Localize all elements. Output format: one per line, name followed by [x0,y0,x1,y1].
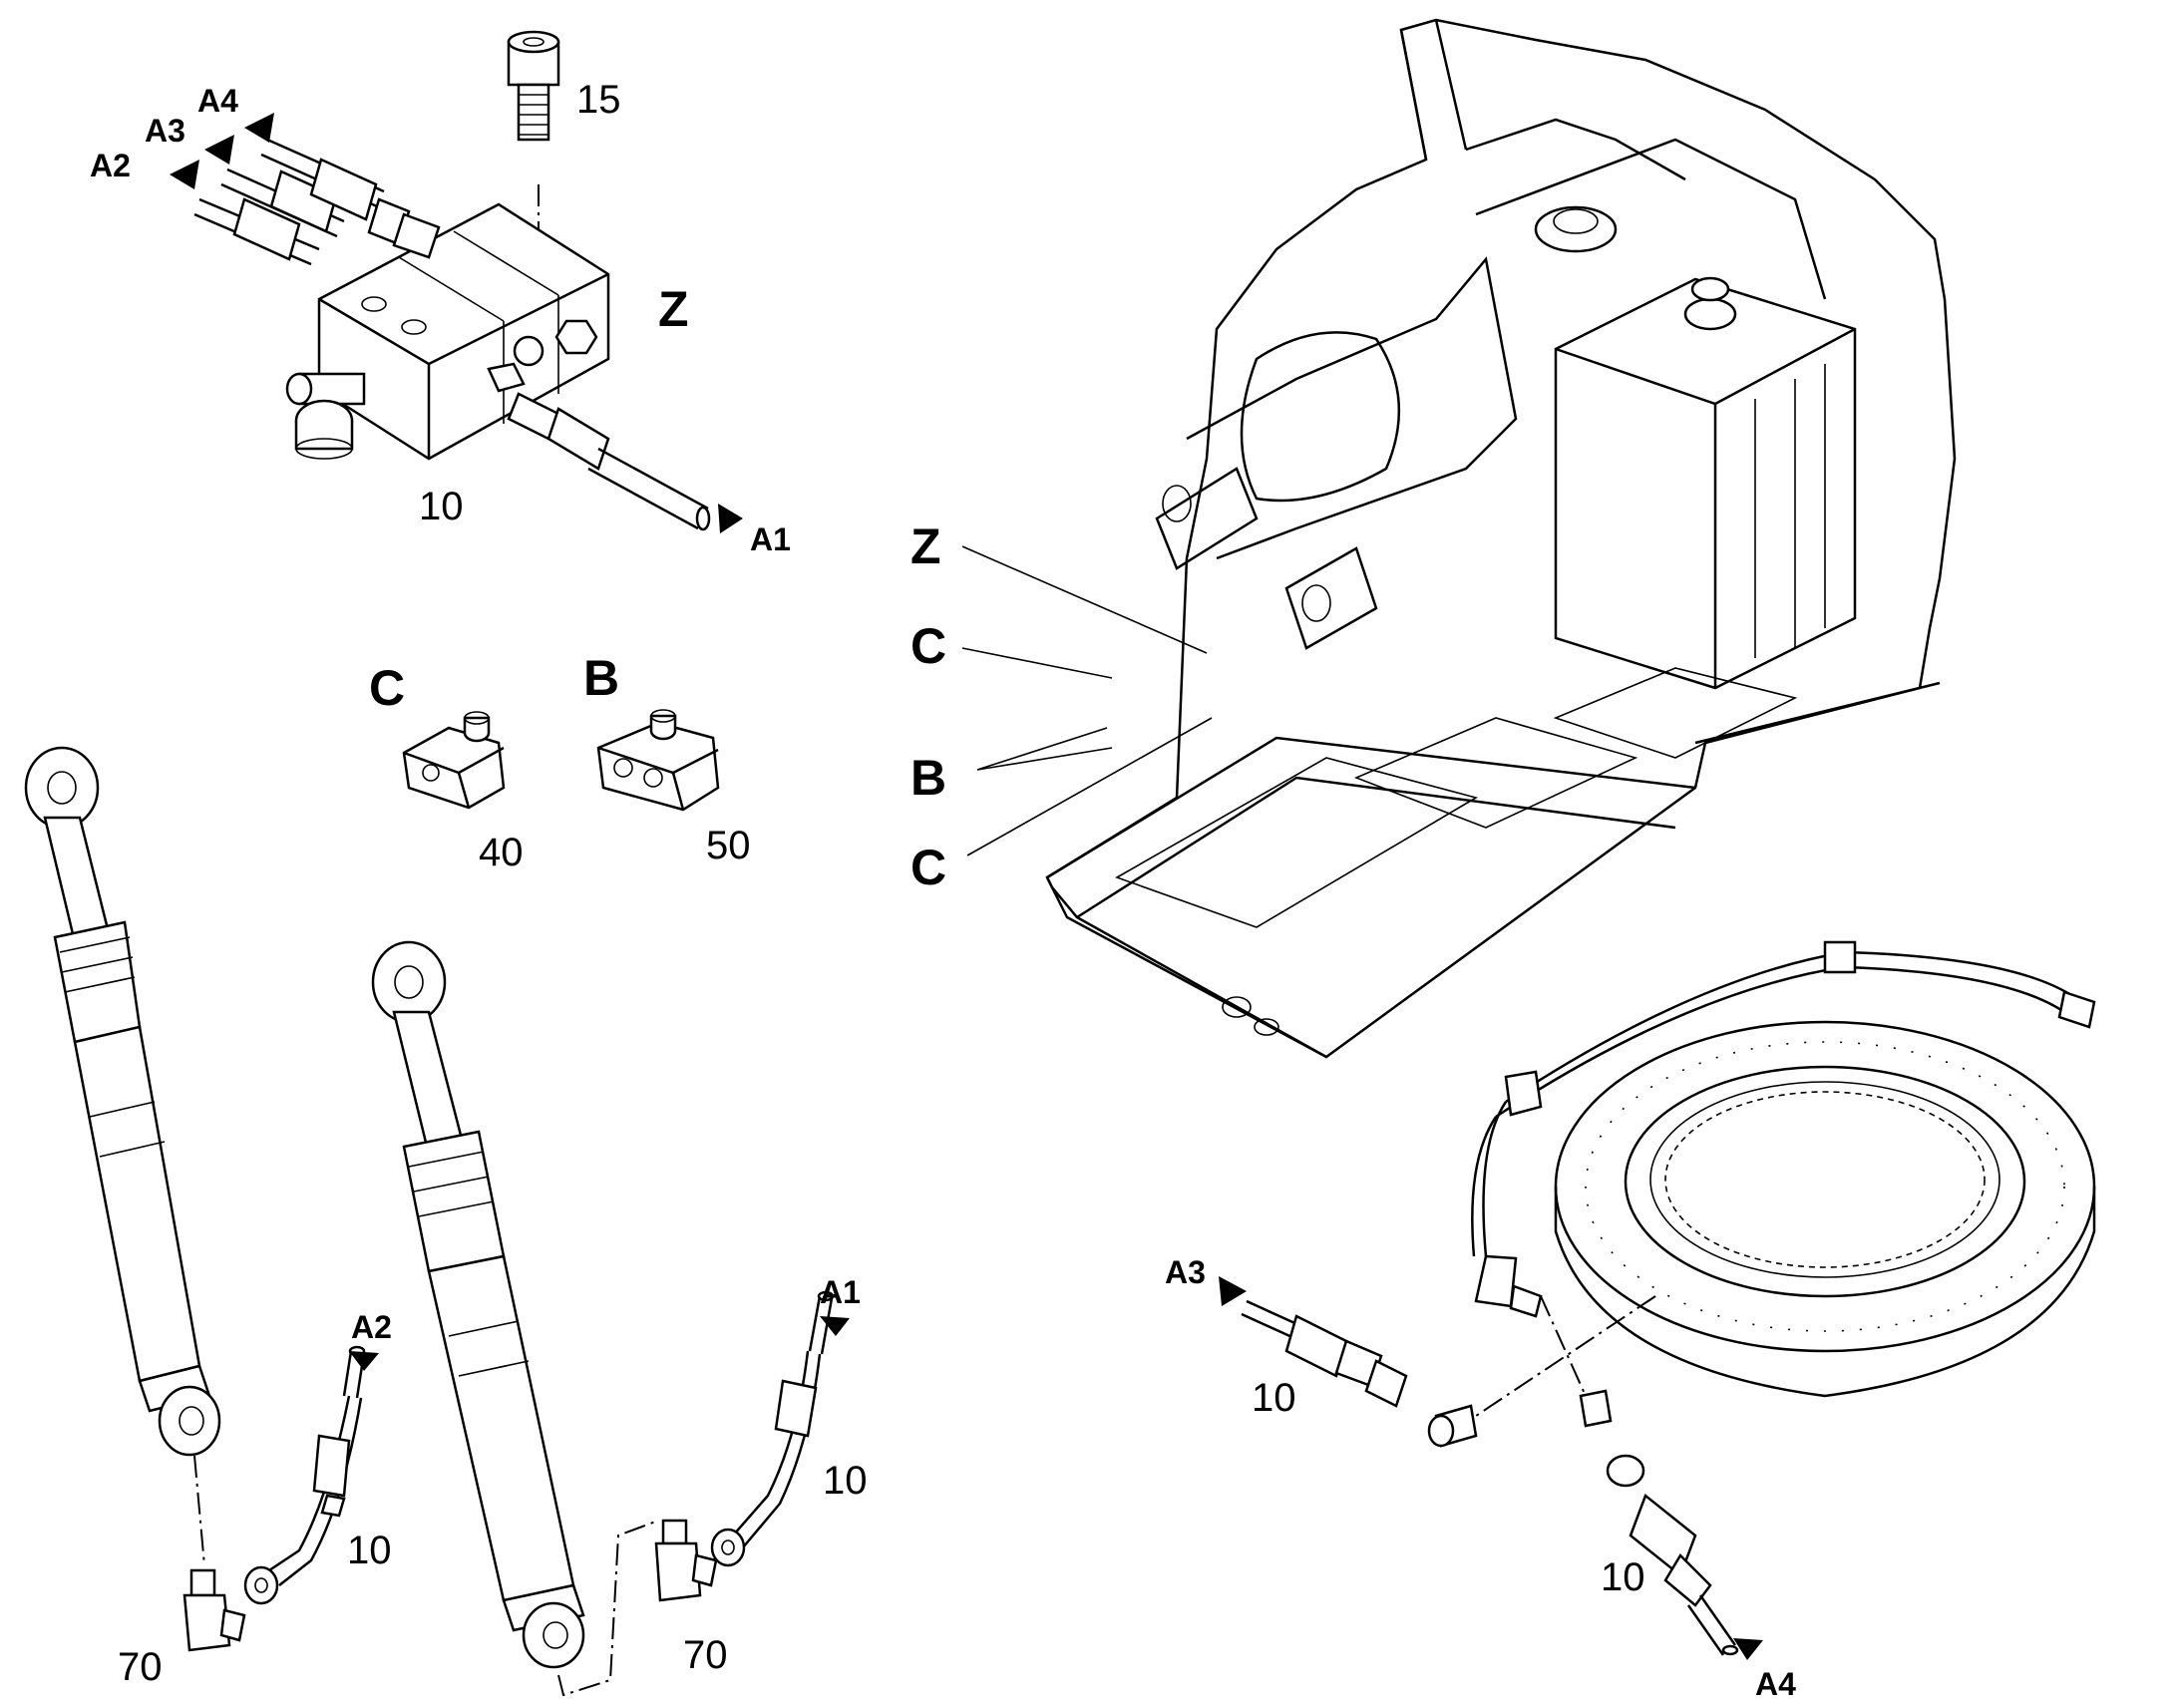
part-number-70-middle: 70 [683,1633,728,1677]
arrow-label-a4-block: A4 [197,83,238,119]
view-label-c: C [369,660,406,716]
clip-c-40 [402,711,506,810]
distribution-block [193,30,711,531]
clip-b-50 [596,709,720,812]
view-label-z: Z [658,281,689,337]
pipe-a3-ring [1241,1299,1478,1448]
arrow-label-a2-cylinder: A2 [351,1309,392,1345]
cylinder-left [24,746,221,1566]
part-number-10-left: 10 [347,1529,392,1572]
direction-arrows [170,113,1763,1660]
arrow-label-a2-block: A2 [90,148,131,183]
swing-ring [1471,940,2096,1417]
arrow-label-a4-ring: A4 [1755,1666,1796,1702]
pipe-a2-cylinder [243,1345,366,1605]
part-number-70-left: 70 [118,1645,163,1689]
callout-b: B [910,750,947,806]
part-number-15: 15 [576,78,621,122]
pipe-a1-cylinder [710,1290,835,1567]
arrow-label-a1-cylinder: A1 [820,1274,861,1310]
cylinder-middle [371,940,659,1697]
view-label-b: B [583,650,620,706]
bolt-15 [507,30,560,329]
callout-c-upper: C [910,618,947,674]
arrow-label-a3-block: A3 [145,113,185,149]
pipe-a4-ring [1579,1389,1739,1656]
callout-c-lower: C [910,840,947,895]
fitting-70-left [182,1568,246,1652]
part-number-10-block: 10 [419,485,464,528]
arrow-label-a3-ring: A3 [1165,1254,1206,1290]
arrow-label-a1-block: A1 [750,521,791,557]
part-number-50: 50 [706,824,751,867]
callout-leaders [961,545,1213,856]
callout-z: Z [910,518,941,574]
fitting-70-middle [654,1519,718,1602]
machine-frame [1045,18,1957,1059]
part-number-10-ring-bottom: 10 [1601,1555,1645,1599]
part-number-10-middle: 10 [823,1459,868,1503]
part-number-10-ring-left: 10 [1252,1376,1296,1420]
part-number-40: 40 [479,831,524,874]
